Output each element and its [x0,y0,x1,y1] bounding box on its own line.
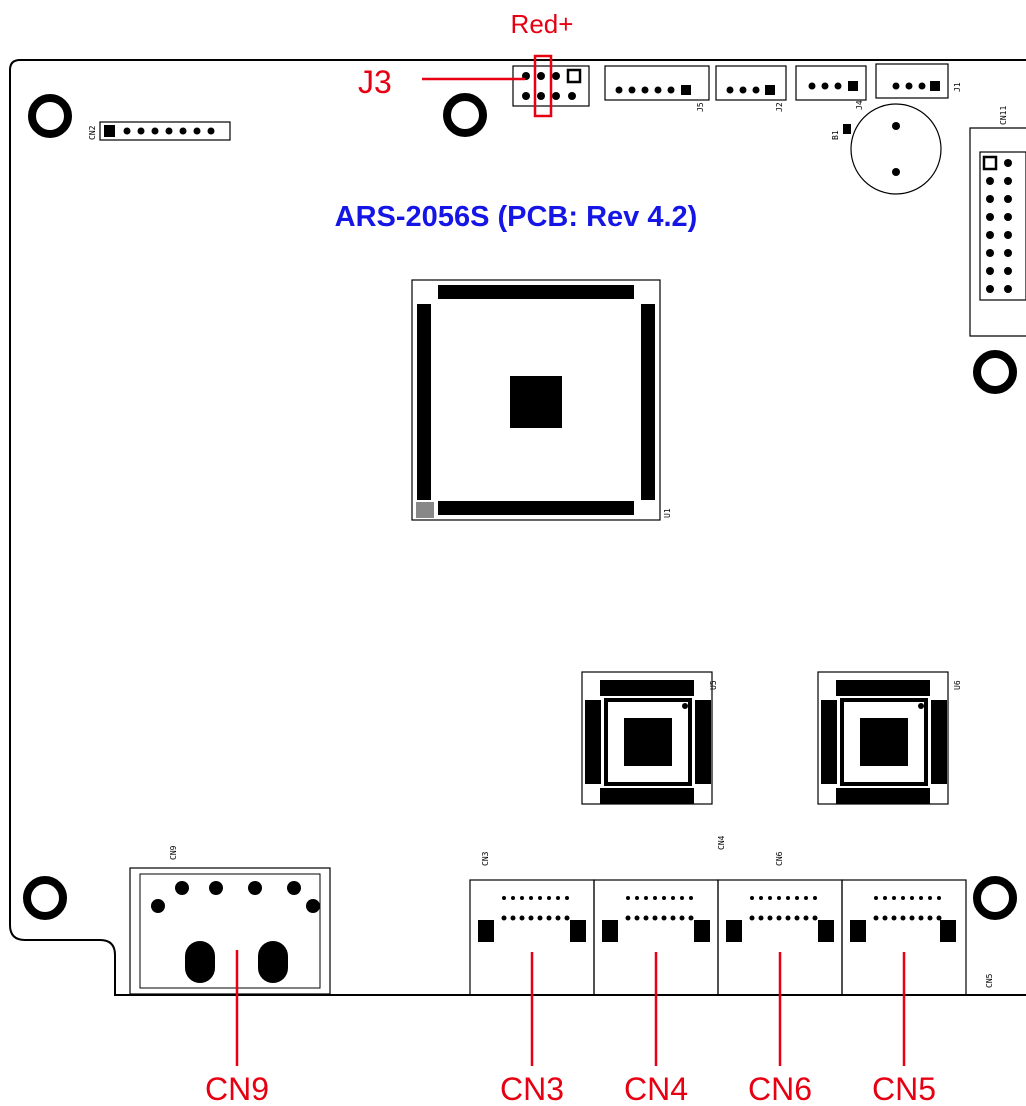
silk-u5: U5 [709,680,718,690]
cn3-label: CN3 [500,1071,564,1106]
silk-cn6: CN6 [775,851,784,866]
silk-cn4: CN4 [717,835,726,850]
cn2-header: CN2 [88,121,231,141]
cn9-db9-connector: CN9 [129,845,331,995]
b1-battery: B1 [831,103,942,195]
silk-u6: U6 [953,680,962,690]
mounting-hole-top-center [443,93,487,137]
cn4-label: CN4 [624,1071,688,1106]
silk-cn9: CN9 [169,845,178,860]
silk-u1: U1 [663,508,672,518]
mounting-hole-top-left [28,94,72,138]
silk-cn2: CN2 [88,125,97,140]
j2-connector: J2 [715,65,787,112]
j4-connector: J4 [795,65,867,110]
cn5-label: CN5 [872,1071,936,1106]
red-plus-label: Red+ [511,9,574,39]
j3-label: J3 [358,64,392,100]
mounting-hole-bottom-right [973,876,1017,920]
cn5-port: CN5 [841,879,994,996]
silk-cn3: CN3 [481,851,490,866]
cn9-label: CN9 [205,1071,269,1106]
silk-j1: J1 [953,82,962,92]
j1-connector: J1 [875,63,962,99]
u5-chip: U5 [581,671,718,805]
silk-cn11: CN11 [999,106,1008,125]
mounting-hole-right [973,350,1017,394]
board-outline [9,59,1026,996]
silk-j2: J2 [775,102,784,112]
u6-chip: U6 [817,671,962,805]
u1-chip: U1 [411,279,672,521]
cn3-port: CN3 [469,851,595,996]
red-plus-highlight [533,54,553,118]
cn6-label: CN6 [748,1071,812,1106]
silk-b1: B1 [831,130,840,140]
j3-header [512,65,590,107]
silk-j5: J5 [696,102,705,112]
board-title: ARS-2056S (PCB: Rev 4.2) [335,201,698,233]
silk-j4: J4 [855,100,864,110]
j5-connector: J5 [604,65,710,112]
silk-cn5: CN5 [985,973,994,988]
cn4-port: CN4 [593,835,726,996]
cn11-header: CN11 [969,106,1026,337]
mounting-hole-bottom-left [23,876,67,920]
